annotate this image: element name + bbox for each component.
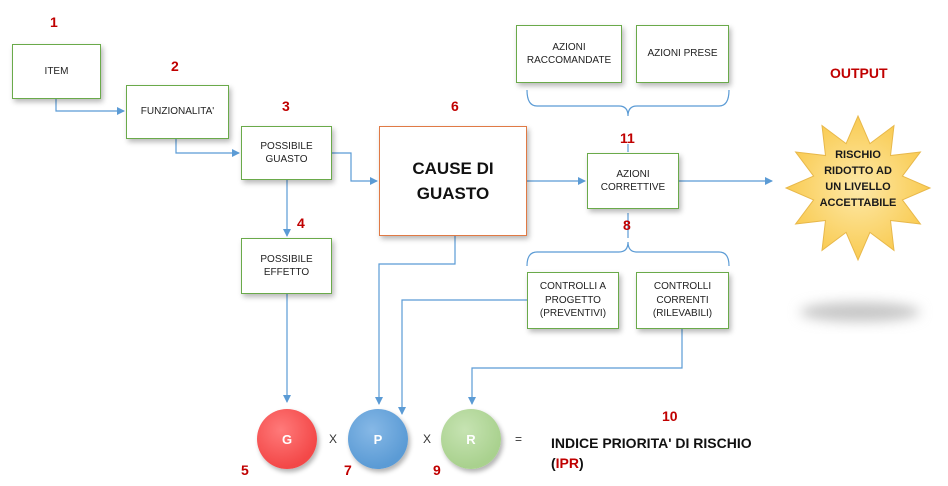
output-star-text: RISCHIO RIDOTTO AD UN LIVELLO ACCETTABIL… xyxy=(819,149,897,209)
circle-r-label: R xyxy=(466,431,476,447)
step-number-2: 2 xyxy=(171,58,179,74)
ipr-close-paren: ) xyxy=(579,455,584,472)
circle-g: G xyxy=(257,409,317,469)
circle-p-label: P xyxy=(373,431,383,447)
box-azioni-correttive-label: AZIONI CORRETTIVE xyxy=(600,168,666,194)
step-number-3: 3 xyxy=(282,98,290,114)
output-star xyxy=(784,114,932,262)
ipr-label-line1: INDICE PRIORITA' DI RISCHIO xyxy=(551,435,752,451)
box-item: ITEM xyxy=(12,44,101,99)
arrow-correnti-to-r xyxy=(468,329,683,405)
circle-p: P xyxy=(348,409,408,469)
box-possibile-guasto: POSSIBILE GUASTO xyxy=(241,126,332,180)
box-controlli-progetto: CONTROLLI A PROGETTO (PREVENTIVI) xyxy=(527,272,619,329)
step-number-7: 7 xyxy=(344,462,352,478)
arrow-progetto-to-p xyxy=(398,299,527,415)
step-number-1: 1 xyxy=(50,14,58,30)
box-controlli-correnti-label: CONTROLLI CORRENTI (RILEVABILI) xyxy=(652,281,713,320)
times-sign-2: X xyxy=(423,432,432,446)
ipr-open-paren: ( xyxy=(551,455,556,472)
step-number-8: 8 xyxy=(623,217,631,233)
arrow-cause-to-p xyxy=(375,236,456,405)
arrow-funzionalita-to-guasto xyxy=(175,139,240,157)
times-sign-1: X xyxy=(329,432,338,446)
ipr-label-line2: (IPR) xyxy=(551,453,752,473)
box-azioni-prese-label: AZIONI PRESE xyxy=(647,48,718,60)
box-azioni-raccomandate: AZIONI RACCOMANDATE xyxy=(516,25,622,83)
output-title: OUTPUT xyxy=(830,65,888,81)
box-possibile-guasto-label: POSSIBILE GUASTO xyxy=(260,140,313,166)
arrow-guasto-to-cause xyxy=(332,152,378,185)
ipr-acronym: IPR xyxy=(555,455,580,472)
box-cause-di-guasto-label: CAUSE DI GUASTO xyxy=(412,158,494,204)
box-controlli-correnti: CONTROLLI CORRENTI (RILEVABILI) xyxy=(636,272,729,329)
star-shadow xyxy=(800,302,920,322)
box-azioni-prese: AZIONI PRESE xyxy=(636,25,729,83)
box-azioni-raccomandate-label: AZIONI RACCOMANDATE xyxy=(526,41,612,67)
step-number-9: 9 xyxy=(433,462,441,478)
box-funzionalita: FUNZIONALITA' xyxy=(126,85,229,139)
step-number-6: 6 xyxy=(451,98,459,114)
box-possibile-effetto: POSSIBILE EFFETTO xyxy=(241,238,332,294)
equals-sign: = xyxy=(515,432,523,446)
box-funzionalita-label: FUNZIONALITA' xyxy=(140,106,215,118)
box-azioni-correttive: AZIONI CORRETTIVE xyxy=(587,153,679,209)
box-item-label: ITEM xyxy=(44,65,69,77)
box-possibile-effetto-label: POSSIBILE EFFETTO xyxy=(260,253,313,279)
step-number-11: 11 xyxy=(620,130,635,146)
circle-g-label: G xyxy=(281,431,293,447)
arrow-item-to-funzionalita xyxy=(55,99,125,115)
step-number-10: 10 xyxy=(662,408,678,424)
step-number-4: 4 xyxy=(297,215,305,231)
ipr-label: INDICE PRIORITA' DI RISCHIO (IPR) xyxy=(551,433,752,474)
brace-controlli-bottom xyxy=(526,241,730,267)
box-cause-di-guasto: CAUSE DI GUASTO xyxy=(379,126,527,236)
brace-azioni-top xyxy=(526,89,730,117)
step-number-5: 5 xyxy=(241,462,249,478)
circle-r: R xyxy=(441,409,501,469)
box-controlli-progetto-label: CONTROLLI A PROGETTO (PREVENTIVI) xyxy=(539,281,607,320)
